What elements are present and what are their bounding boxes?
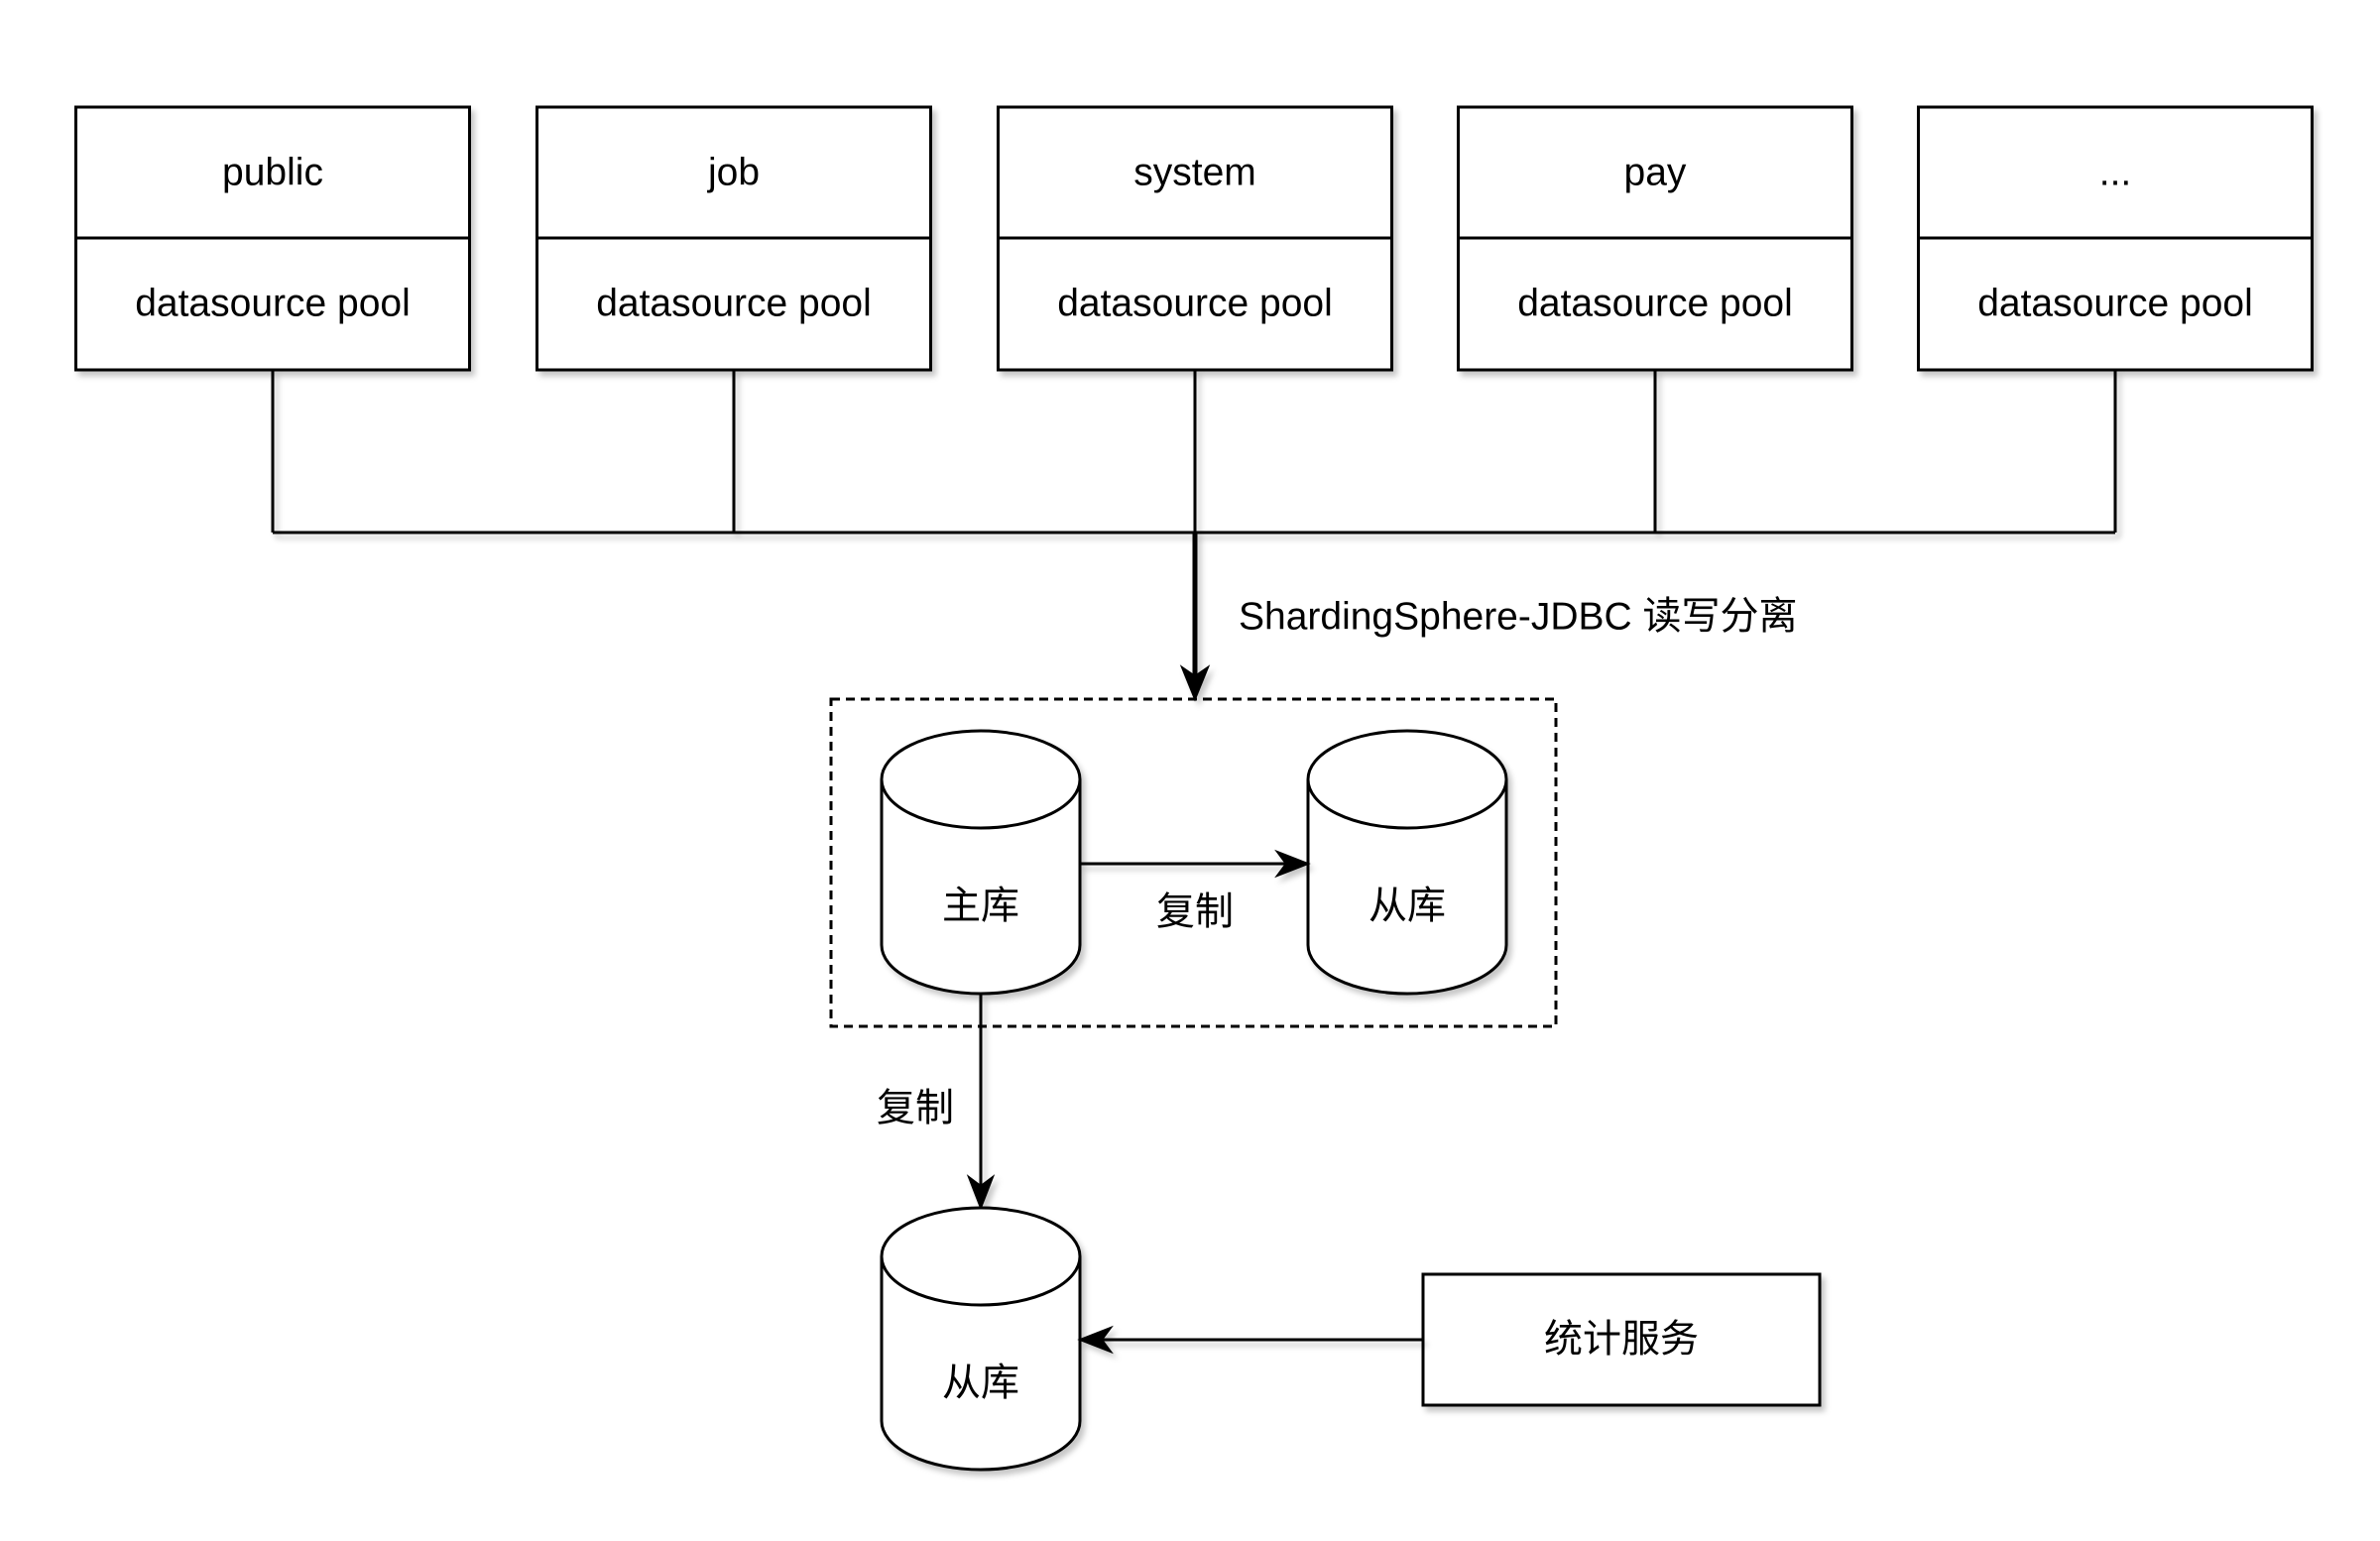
reporting-replica-db-label: 从库 [942,1363,1019,1405]
replica-db-cylinder: 从库 [1306,729,1508,996]
read-write-group-frame [829,697,1558,1028]
datasource-pool-label: datasource pool [596,283,872,325]
replication-arrow-primary-to-replica [1080,849,1311,879]
datasource-name: pay [1624,152,1687,194]
reporting-replica-db-cylinder: 从库 [880,1206,1082,1472]
datasource-connector-bus [271,370,2117,534]
datasource-name: system [1133,152,1256,194]
datasource-pool-label: datasource pool [1517,283,1793,325]
replication-label: 复制 [1156,891,1234,934]
datasource-pool-label: datasource pool [135,283,411,325]
database-icon [880,1206,1082,1472]
arrowhead-icon [1274,849,1311,879]
sharding-label: ShardingSphere-JDBC 读写分离 [1239,596,1798,639]
replication-label: 复制 [877,1088,954,1130]
database-icon [1306,729,1508,996]
datasource-box-more: ... datasource pool [1917,105,2314,372]
database-rim [880,1255,1082,1307]
database-rim [880,778,1082,830]
datasource-name: public [222,152,323,194]
primary-db-label: 主库 [942,886,1019,928]
datasource-pool-label: datasource pool [1977,283,2253,325]
stats-service-label: 统计服务 [1544,1319,1699,1362]
database-rim [1306,778,1508,830]
arrowhead-icon [1077,1325,1114,1355]
stats-service-arrow [1077,1325,1423,1355]
sharding-arrow [1179,533,1211,702]
database-icon [880,729,1082,996]
replication-arrow-primary-to-reporting-replica [966,994,996,1211]
arrowhead-icon [1179,664,1211,702]
datasource-name: ... [2099,152,2132,194]
datasource-name: job [707,152,760,194]
replica-db-label: 从库 [1368,886,1446,928]
datasource-pool-label: datasource pool [1057,283,1333,325]
datasource-box-job: job datasource pool [536,105,932,372]
stats-service-box: 统计服务 [1421,1272,1822,1407]
datasource-box-pay: pay datasource pool [1457,105,1853,372]
datasource-box-public: public datasource pool [74,105,471,372]
stats-service-frame [1421,1272,1822,1407]
primary-db-cylinder: 主库 [880,729,1082,996]
arrowhead-icon [966,1174,996,1211]
datasource-box-system: system datasource pool [997,105,1393,372]
